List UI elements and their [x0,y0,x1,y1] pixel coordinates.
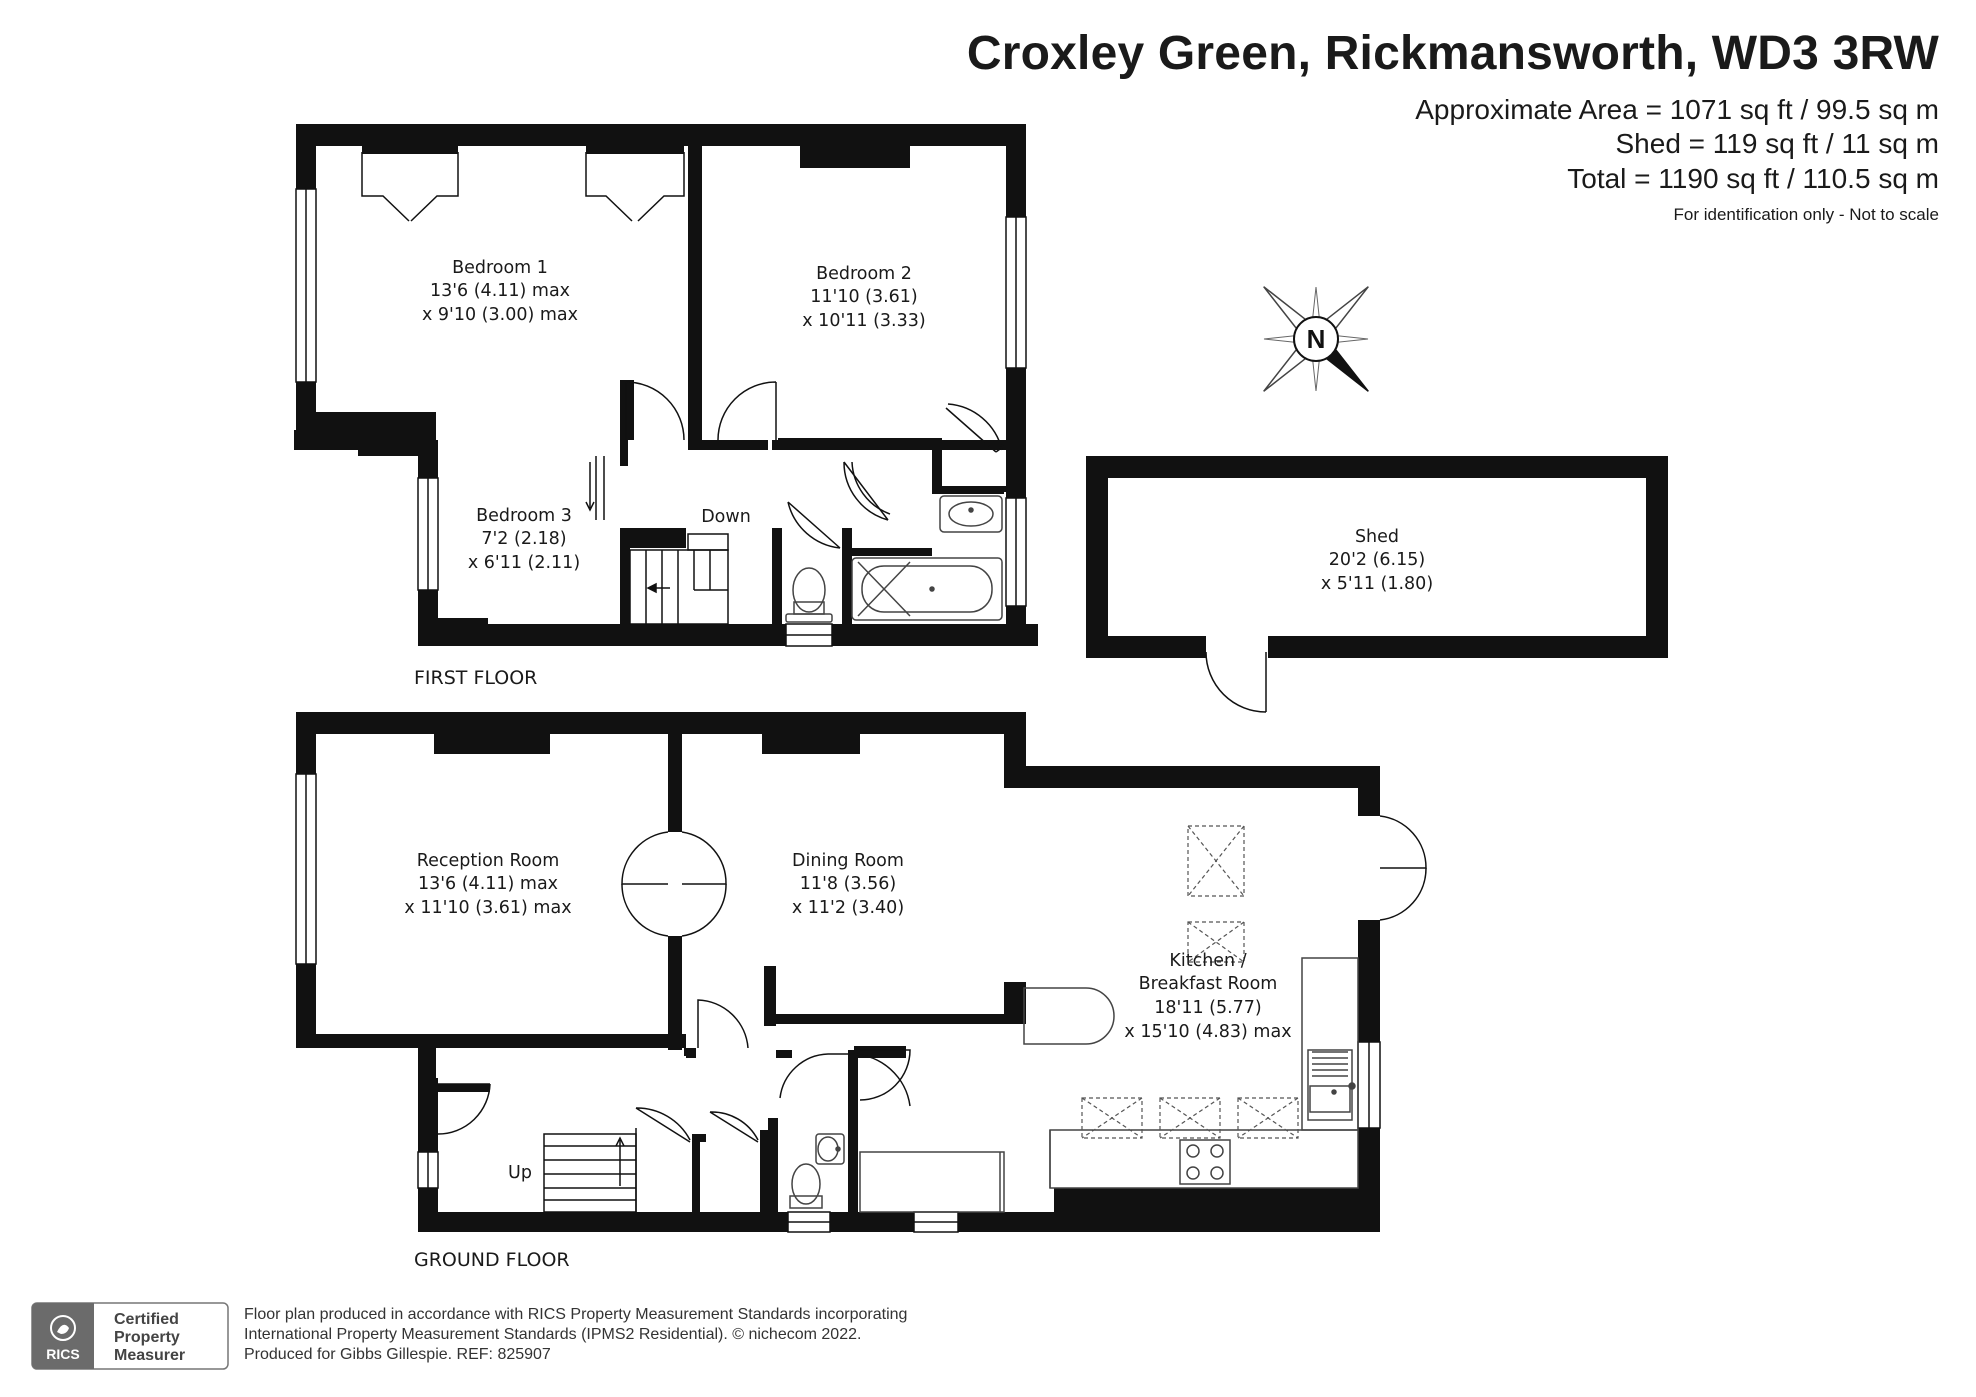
bedroom2-dimensions-1: 11'10 (3.61) [810,287,918,307]
bedroom2-dimensions-2: x 10'11 (3.33) [802,311,925,331]
compass-north-letter: N [1307,324,1326,354]
footer-line-1: Floor plan produced in accordance with R… [244,1306,908,1323]
badge-line-2: Property [114,1329,180,1346]
bedroom2-name: Bedroom 2 [816,264,912,284]
north-compass-icon: N [1263,286,1369,392]
stairs-down-label: Down [701,507,751,527]
wc-fixtures [789,1133,845,1209]
reception-room-dimensions-1: 13'6 (4.11) max [418,874,558,894]
ground-floor-plan: Reception Room 13'6 (4.11) max x 11'10 (… [295,712,1427,1271]
ground-floor-doors [437,815,1427,1143]
footer-line-3: Produced for Gibbs Gillespie. REF: 82590… [244,1346,551,1363]
first-floor-plan: Bedroom 1 13'6 (4.11) max x 9'10 (3.00) … [294,124,1038,689]
kitchen-dimensions-1: 18'11 (5.77) [1154,998,1262,1018]
dining-room-dimensions-2: x 11'2 (3.40) [792,898,904,918]
first-floor-label: FIRST FLOOR [414,667,537,689]
kitchen-units [859,957,1359,1213]
shed-name: Shed [1355,527,1399,547]
scale-disclaimer: For identification only - Not to scale [1673,205,1939,224]
reception-room-name: Reception Room [417,851,560,871]
shed-walls [1086,456,1668,658]
kitchen-name-line-2: Breakfast Room [1139,974,1278,994]
bedroom1-name: Bedroom 1 [452,258,548,278]
reception-room-dimensions-2: x 11'10 (3.61) max [404,898,571,918]
dining-room-dimensions-1: 11'8 (3.56) [800,874,896,894]
shed-area: Shed = 119 sq ft / 11 sq m [1615,128,1940,159]
ground-floor-walls [296,712,1380,1232]
shed-dimensions-2: x 5'11 (1.80) [1321,574,1433,594]
bedroom1-dimensions-2: x 9'10 (3.00) max [422,305,578,325]
first-floor-windows [295,188,1027,647]
wardrobe-doors [361,152,685,222]
bedroom1-dimensions-1: 13'6 (4.11) max [430,281,570,301]
badge-line-3: Measurer [114,1347,185,1364]
bathroom-fixtures [785,495,1003,623]
total-area: Total = 1190 sq ft / 110.5 sq m [1567,163,1939,194]
bedroom3-dimensions-2: x 6'11 (2.11) [468,553,580,573]
rics-lion-icon [50,1315,76,1341]
bedroom3-dimensions-1: 7'2 (2.18) [481,529,566,549]
shed-dimensions-1: 20'2 (6.15) [1329,550,1425,570]
footer-line-2: International Property Measurement Stand… [244,1326,862,1343]
approximate-area: Approximate Area = 1071 sq ft / 99.5 sq … [1415,94,1939,125]
first-floor-doors [625,381,1005,549]
bedroom3-name: Bedroom 3 [476,506,572,526]
first-floor-walls [294,124,1038,646]
footer-disclaimer: Floor plan produced in accordance with R… [244,1305,907,1365]
rics-certified-badge: RICS Certified Property Measurer [31,1302,229,1370]
skylights [1081,825,1299,1139]
shed-door [1205,651,1267,713]
first-floor-stairs [629,533,729,625]
shed-plan: Shed 20'2 (6.15) x 5'11 (1.80) [1086,456,1668,713]
ground-floor-stairs [543,1128,637,1213]
kitchen-dimensions-2: x 15'10 (4.83) max [1124,1022,1291,1042]
kitchen-name-line-1: Kitchen / [1169,951,1246,971]
dining-room-name: Dining Room [792,851,904,871]
badge-line-1: Certified [114,1311,179,1328]
rics-wordmark: RICS [46,1346,79,1362]
stairs-up-label: Up [508,1163,532,1183]
ground-floor-label: GROUND FLOOR [414,1249,570,1271]
bedroom3-cupboard [585,456,605,520]
property-title: Croxley Green, Rickmansworth, WD3 3RW [966,27,1939,80]
